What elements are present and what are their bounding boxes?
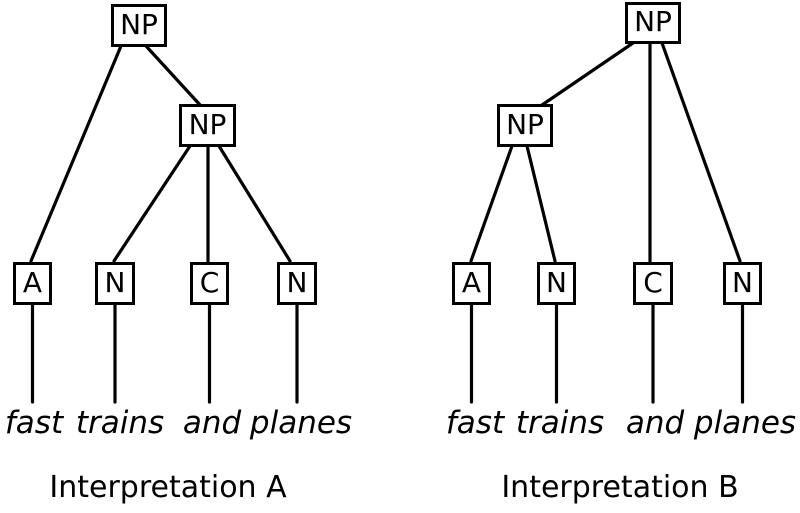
edge-a-inner-to-n1 bbox=[112, 144, 192, 263]
tree-a-leaf-a-box: A bbox=[13, 262, 52, 305]
tree-a-inner-np-box: NP bbox=[179, 104, 236, 147]
tree-b-leaf-n1-box: N bbox=[537, 262, 576, 305]
tree-b-inner-np-box: NP bbox=[497, 104, 553, 147]
tree-b-leaf-n2-box: N bbox=[723, 262, 762, 305]
edge-b-inner-to-a bbox=[469, 144, 514, 263]
tree-b-leaf-a-box: A bbox=[452, 262, 491, 305]
tree-b-caption: Interpretation B bbox=[501, 470, 739, 505]
tree-a-root-np-box: NP bbox=[111, 4, 167, 47]
tree-a-word-planes: planes bbox=[249, 405, 353, 441]
tree-a-caption: Interpretation A bbox=[49, 470, 287, 505]
tree-a-leaf-n2-box: N bbox=[277, 262, 317, 305]
edge-b-root-to-inner bbox=[540, 41, 635, 107]
tree-a-leaf-n1-box: N bbox=[95, 262, 135, 305]
tree-b-word-trains: trains bbox=[515, 405, 605, 441]
tree-a-leaf-c-box: C bbox=[190, 262, 229, 305]
tree-a-word-fast: fast bbox=[4, 405, 64, 441]
edge-a-inner-to-n2 bbox=[217, 144, 292, 263]
tree-a-word-and: and bbox=[182, 405, 242, 441]
edge-b-root-to-n2 bbox=[660, 41, 742, 263]
edge-b-inner-to-n1 bbox=[525, 144, 557, 263]
tree-b-word-fast: fast bbox=[445, 405, 505, 441]
tree-b-word-planes: planes bbox=[693, 405, 797, 441]
edge-a-root-to-inner bbox=[144, 44, 203, 108]
edge-a-root-to-a bbox=[29, 44, 123, 263]
tree-b-root-np-box: NP bbox=[625, 2, 681, 44]
tree-b-leaf-c-box: C bbox=[633, 262, 673, 305]
tree-b-word-and: and bbox=[625, 405, 685, 441]
tree-a-word-trains: trains bbox=[75, 405, 165, 441]
